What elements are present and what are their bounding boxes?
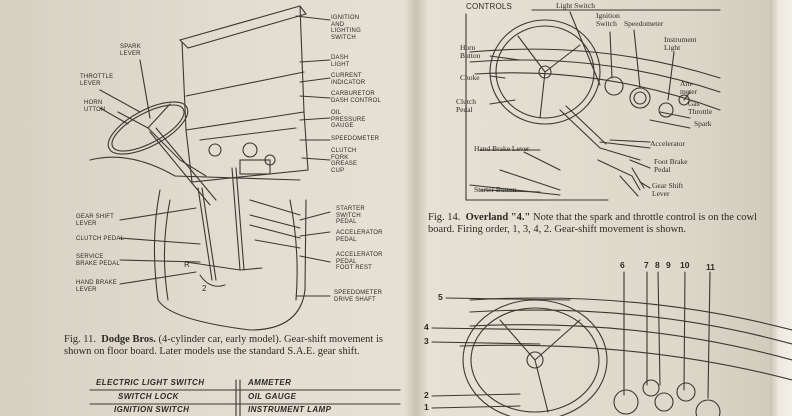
fig14-gas-throttle-label: Gas Throttle	[688, 99, 713, 116]
fig-bottom-drawing	[431, 271, 792, 416]
fig11-two-mark: 2	[202, 284, 207, 293]
key-table-lines	[89, 379, 401, 416]
fig14-gear-shift-lever-label: Gear Shift Lever	[652, 181, 684, 198]
fig11-gear-shift-lever-label: GEAR SHIFT LEVER	[76, 214, 115, 227]
fig-bottom-number-9: 9	[666, 260, 671, 270]
fig14-light-switch-label: Light Switch	[556, 1, 595, 10]
fig11-caption-label: Fig. 11.	[64, 334, 96, 345]
key-electric-light-switch: ELECTRIC LIGHT SWITCH	[96, 378, 205, 387]
fig14-foot-brake-pedal-label: Foot Brake Pedal	[654, 157, 688, 174]
fig14-hand-brake-lever-label: Hand Brake Lever	[474, 144, 530, 153]
fig-bottom-number-5: 5	[438, 292, 443, 302]
fig-bottom-number-8: 8	[655, 260, 660, 270]
fig11-horn-button-label: HORN UTTON	[84, 100, 106, 113]
fig11-hand-brake-lever-label: HAND BRAKE LEVER	[76, 280, 118, 293]
fig14-instrument-light-label: Instrument Light	[664, 35, 697, 52]
key-ignition-switch: IGNITION SWITCH	[114, 405, 190, 414]
fig14-choke-label: Choke	[460, 73, 480, 82]
fig11-ignition-switch-label: IGNITION AND LIGHTING SWITCH	[331, 15, 361, 41]
fig11-dash-light-label: DASH LIGHT	[331, 55, 350, 68]
fig14-ignition-switch-label: Ignition Switch	[596, 11, 620, 28]
fig14-caption-text: Note that the spark and throttle control…	[428, 212, 757, 235]
fig14-speedometer-label: Speedometer	[624, 19, 664, 28]
fig14-spark-label: Spark	[694, 119, 712, 128]
fig11-starter-switch-pedal-label: STARTER SWITCH PEDAL	[336, 206, 365, 225]
fig-bottom-number-11: 11	[706, 262, 715, 272]
fig14-horn-button-label: Horn Button	[460, 43, 481, 60]
fig11-accelerator-pedal-label: ACCELERATOR PEDAL	[336, 230, 383, 243]
book-gutter	[404, 0, 428, 416]
fig11-oil-pressure-gauge-label: OIL PRESSURE GAUGE	[331, 110, 366, 129]
fig14-ammeter-label: Am- meter	[680, 79, 698, 96]
key-oil-gauge: OIL GAUGE	[248, 392, 297, 401]
fig14-controls-heading: CONTROLS	[466, 2, 513, 11]
fig-bottom-number-3: 3	[424, 336, 429, 346]
key-ammeter: AMMETER	[248, 378, 292, 387]
fig11-current-indicator-label: CURRENT INDICATOR	[331, 73, 366, 86]
fig11-carburetor-dash-control-label: CARBURETOR DASH CONTROL	[331, 91, 382, 104]
fig11-speedometer-label: SPEEDOMETER	[331, 136, 380, 142]
key-switch-lock: SWITCH LOCK	[118, 392, 179, 401]
fig-bottom-number-6: 6	[620, 260, 625, 270]
fig11-clutch-pedal-label: CLUTCH PEDAL	[76, 236, 125, 242]
fig11-accelerator-foot-rest-label: ACCELERATOR PEDAL FOOT REST	[336, 252, 383, 271]
fig11-caption: Fig. 11. Dodge Bros. (4-cylinder car, ea…	[64, 334, 400, 358]
fig14-accelerator-label: Accelerator	[650, 139, 685, 148]
fig11-caption-title: Dodge Bros.	[101, 334, 156, 345]
fig-bottom-number-1: 1	[424, 402, 429, 412]
fig-bottom-number-2: 2	[424, 390, 429, 400]
fig14-clutch-pedal-label: Clutch Pedal	[456, 97, 476, 114]
fig11-service-brake-pedal-label: SERVICE BRAKE PEDAL	[76, 254, 120, 267]
fig14-drawing	[465, 9, 721, 201]
fig14-starter-button-label: Starter Button	[474, 185, 517, 194]
fig11-throttle-lever-label: THROTTLE LEVER	[80, 74, 114, 87]
fig11-clutch-grease-cup-label: CLUTCH FORK GREASE CUP	[331, 148, 358, 174]
fig11-r-mark: R	[184, 260, 190, 269]
fig14-caption-label: Fig. 14.	[428, 212, 461, 223]
key-instrument-lamp: INSTRUMENT LAMP	[248, 405, 332, 414]
fig14-caption-title: Overland "4."	[465, 212, 531, 223]
fig-bottom-number-7: 7	[644, 260, 649, 270]
page-edge	[770, 0, 792, 416]
fig11-spark-lever-label: SPARK LEVER	[120, 44, 141, 57]
fig11-drawing	[89, 5, 331, 331]
fig11-speedometer-drive-shaft-label: SPEEDOMETER DRIVE SHAFT	[334, 290, 383, 303]
fig14-caption: Fig. 14. Overland "4." Note that the spa…	[428, 212, 758, 236]
fig11-caption-text: (4-cylinder car, early model). Gear-shif…	[64, 334, 383, 357]
fig-bottom-number-4: 4	[424, 322, 429, 332]
fig-bottom-number-10: 10	[680, 260, 690, 270]
